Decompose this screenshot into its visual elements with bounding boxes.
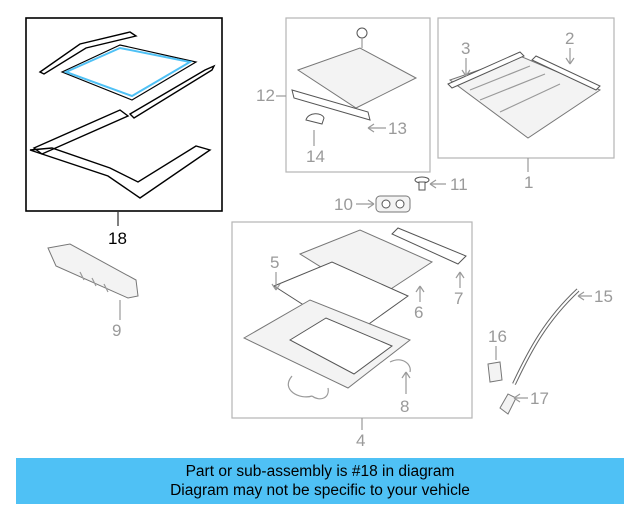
callout-6-leader [415,285,425,302]
callout-13-leader [367,123,386,133]
box-4-group [231,221,473,419]
box-12-group [285,17,431,173]
part-18-group[interactable] [25,17,223,212]
part-18-seal-ring-highlight [63,46,193,98]
callout-7[interactable]: 7 [454,289,463,308]
callout-5[interactable]: 5 [270,253,279,272]
callout-16[interactable]: 16 [488,327,507,346]
drain-hose-part [512,288,580,385]
callout-7-leader [455,271,465,288]
callout-10-leader [356,199,375,209]
callout-3-leader [461,58,471,77]
parts-diagram: 18 12 13 14 1 2 3 10 11 [25,17,615,450]
box-1-group [437,17,615,159]
clip-part [487,361,503,383]
part-18-frame-outer [29,145,212,199]
info-banner: Part or sub-assembly is #18 in diagram D… [16,458,624,504]
callout-9[interactable]: 9 [112,321,121,340]
callout-3[interactable]: 3 [461,39,470,58]
callout-2[interactable]: 2 [565,29,574,48]
callout-15-leader [577,291,592,301]
callout-12[interactable]: 12 [256,86,275,105]
banner-line-2: Diagram may not be specific to your vehi… [170,482,470,499]
part-18-box [25,17,223,212]
screw-part [414,176,430,191]
callout-8-leader [401,371,411,394]
callout-13[interactable]: 13 [388,119,407,138]
callout-17[interactable]: 17 [530,389,549,408]
callout-2-leader [565,48,575,65]
callout-11[interactable]: 11 [450,175,468,194]
glass-panel-part [447,51,602,139]
callout-14[interactable]: 14 [306,147,325,166]
sunshade-part [291,27,418,125]
frame-assembly-part [242,227,467,400]
part-18-seal-lower [32,109,130,155]
connector-part [499,393,517,415]
callout-1[interactable]: 1 [524,173,533,192]
callout-11-leader [429,179,446,189]
callout-8[interactable]: 8 [400,397,409,416]
callout-18[interactable]: 18 [108,229,127,248]
motor-part [375,195,411,213]
part-18-seal-ring [60,44,198,101]
callout-5-leader [271,272,281,291]
banner-line-1: Part or sub-assembly is #18 in diagram [185,463,455,480]
callout-15[interactable]: 15 [594,287,613,306]
deflector-part [47,243,139,299]
callout-6[interactable]: 6 [414,303,423,322]
part-18-seal-upper [38,31,138,75]
callout-17-leader [513,393,528,403]
callout-4[interactable]: 4 [356,431,365,450]
part-18-seal-right [128,64,216,119]
callout-10[interactable]: 10 [334,195,353,214]
